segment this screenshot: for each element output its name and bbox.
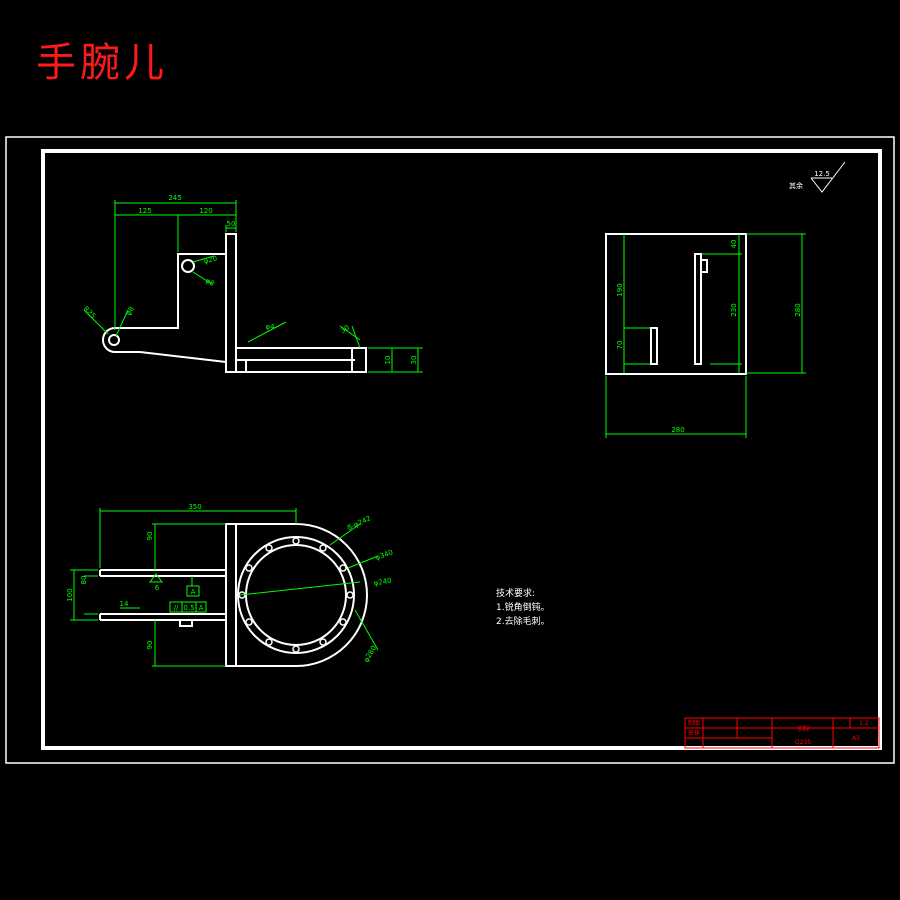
dim-280-height: 280 [794,303,802,316]
tech-item-1: 1.锐角倒钝。 [496,601,550,613]
dim-100: 100 [66,588,74,601]
dim-phi340: φ340 [374,548,394,562]
dim-phi8b: φ8 [204,277,216,288]
dim-phi240: φ240 [373,577,392,588]
dim-90a: 90 [146,532,154,541]
top-small-tab [179,619,193,627]
dim-80: 80 [80,576,88,585]
title-block: 制图 审核 手腕 Q235 1:2 A3 [684,717,880,749]
tech-requirements: 技术要求: 1.锐角倒钝。 2.去除毛刺。 [496,587,550,627]
rail-inner-block [235,359,247,373]
outer-frame [5,136,895,764]
tol-datum: A [199,604,204,612]
tol-value: 0.5 [183,604,194,612]
bracket-outer [236,523,368,667]
dim-phi8a: φ8 [125,305,136,317]
dim-30b: 30 [410,356,418,365]
front-view: 245 125 120 50 R25 φ8 φ20 φ8 φ4 30 10 30 [82,194,423,373]
dim-70: 70 [616,341,624,350]
dim-phi280: φ280 [362,644,378,664]
tb-name: 手腕 [797,725,809,733]
ring-inner [245,544,347,646]
dim-120: 120 [199,207,212,215]
vertical-plate [225,233,237,373]
drawing-title: 手腕儿 [36,40,168,86]
arm-profile [102,253,227,364]
pivot-hole [108,334,120,346]
tech-heading: 技术要求: [496,587,535,599]
dim-r25: R25 [82,305,97,320]
dim-280-width: 280 [671,426,684,434]
roughness-symbol: 12.5 其余 [789,161,846,193]
pin-hole [181,259,195,273]
dim-40: 40 [730,240,738,249]
dim-90b: 90 [146,641,154,650]
dim-50: 50 [227,220,236,228]
top-vertical-plate [225,523,237,667]
note-14: 14 [120,600,129,608]
slot-left [650,327,658,365]
tb-sheet: A3 [852,735,860,742]
dim-190: 190 [616,283,624,296]
dim-phi20: φ20 [203,254,218,265]
roughness-value: 12.5 [814,170,830,178]
dim-30: 30 [339,324,351,335]
dim-230: 230 [730,303,738,316]
tech-item-2: 2.去除毛刺。 [496,615,550,627]
dim-phi4: φ4 [265,323,275,331]
rail-end-block [351,347,367,373]
dim-125: 125 [138,207,151,215]
dim-350: 350 [188,503,201,511]
slot-right [694,253,702,365]
tb-check: 审核 [688,729,700,737]
dim-phi242: 8-φ242 [346,514,372,532]
dim-245: 245 [168,194,181,202]
tol-symbol: // [174,604,179,612]
inner-frame [41,149,882,750]
side-plate [605,233,747,375]
note-6: 6 [155,584,160,592]
top-view: 350 90 80 100 90 8-φ242 φ340 φ240 φ280 A… [66,503,394,667]
side-view: 190 70 40 230 280 280 [605,233,806,438]
tb-scale: 1:2 [859,720,869,727]
bolt-holes [238,537,354,653]
dim-10: 10 [384,356,392,365]
datum-a: A [191,588,196,596]
ring-outer [237,536,355,654]
roughness-label: 其余 [789,181,803,190]
tb-code: Q235 [795,739,811,746]
slot-tab [700,259,708,273]
tb-drawn: 制图 [688,719,700,727]
